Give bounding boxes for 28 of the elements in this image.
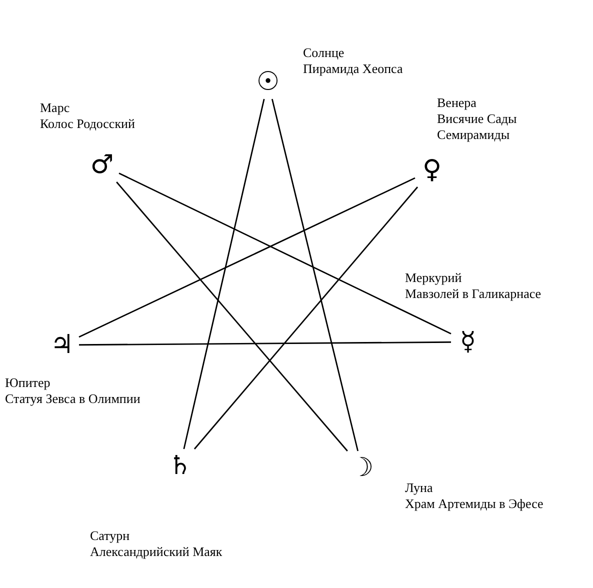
wonder-name: Храм Артемиды в Эфесе bbox=[405, 496, 544, 512]
star-line bbox=[194, 186, 418, 450]
planet-name: Луна bbox=[405, 480, 434, 496]
wonder-name: Висячие Сады Семирамиды bbox=[437, 111, 518, 143]
planet-name: Меркурий bbox=[405, 270, 463, 286]
star-line bbox=[118, 172, 452, 334]
planet-symbol: ♄ bbox=[165, 451, 195, 481]
star-line bbox=[78, 177, 416, 338]
star-line bbox=[271, 98, 359, 452]
star-line bbox=[79, 341, 451, 346]
planet-name: Марс bbox=[40, 100, 71, 116]
planet-symbol: ♀ bbox=[417, 155, 447, 185]
planet-symbol: ☽ bbox=[347, 453, 377, 483]
star-line bbox=[183, 98, 265, 450]
planet-name: Солнце bbox=[303, 45, 346, 61]
planet-name: Сатурн bbox=[90, 528, 131, 544]
wonder-name: Мавзолей в Галикарнасе bbox=[405, 286, 542, 302]
wonder-name: Колос Родосский bbox=[40, 116, 136, 132]
planet-symbol: ☿ bbox=[453, 327, 483, 357]
wonder-name: Статуя Зевса в Олимпии bbox=[5, 391, 142, 407]
wonder-name: Александрийский Маяк bbox=[90, 544, 224, 560]
planet-symbol: ☉ bbox=[253, 67, 283, 97]
planet-symbol: ♂ bbox=[87, 150, 117, 180]
planet-symbol: ♃ bbox=[47, 330, 77, 360]
star-line bbox=[116, 182, 348, 452]
planet-name: Юпитер bbox=[5, 375, 52, 391]
wonder-name: Пирамида Хеопса bbox=[303, 61, 404, 77]
planet-name: Венера bbox=[437, 95, 478, 111]
